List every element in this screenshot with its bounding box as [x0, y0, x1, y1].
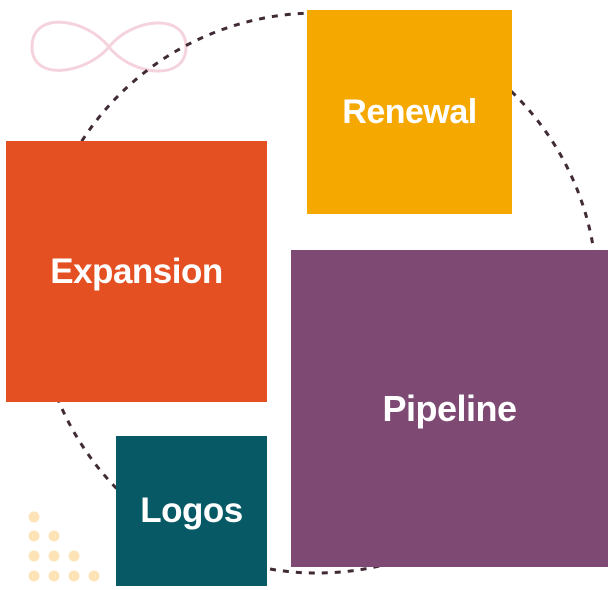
- expansion-box: Expansion: [6, 141, 267, 402]
- dot-grid: [28, 511, 100, 582]
- renewal-label: Renewal: [342, 92, 477, 131]
- pipeline-label: Pipeline: [382, 387, 517, 429]
- logos-label: Logos: [140, 491, 243, 530]
- dot: [68, 550, 80, 562]
- dot: [28, 511, 40, 523]
- logos-box: Logos: [116, 436, 267, 586]
- dot: [48, 530, 60, 542]
- dot: [28, 550, 40, 562]
- dot: [28, 530, 40, 542]
- dot: [48, 570, 60, 582]
- renewal-box: Renewal: [307, 10, 512, 214]
- pipeline-box: Pipeline: [291, 250, 608, 567]
- dot: [68, 570, 80, 582]
- expansion-label: Expansion: [50, 251, 223, 291]
- dot: [48, 550, 60, 562]
- dot: [88, 570, 100, 582]
- infinity-icon: [30, 20, 188, 73]
- dot: [28, 570, 40, 582]
